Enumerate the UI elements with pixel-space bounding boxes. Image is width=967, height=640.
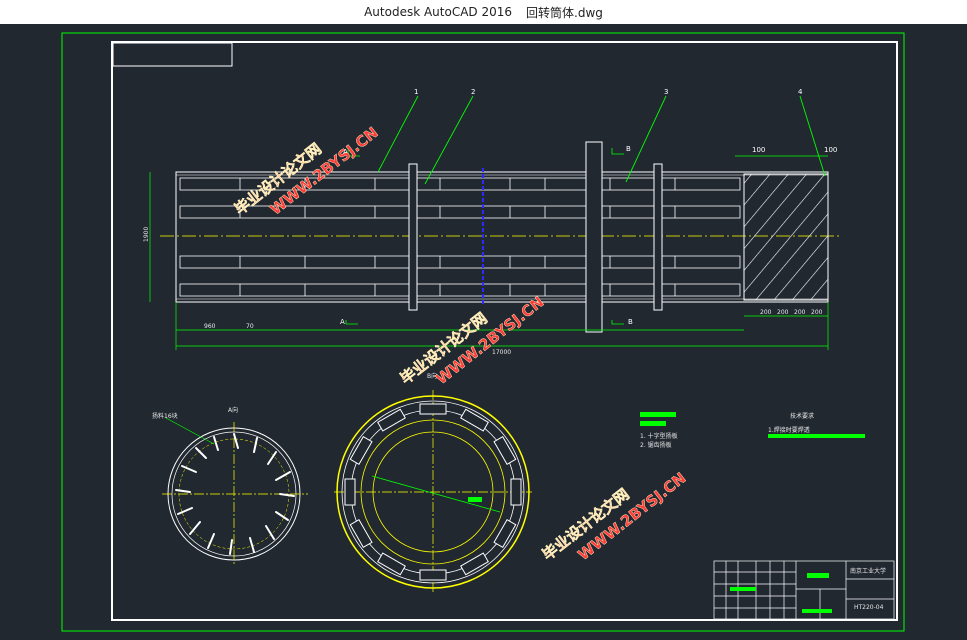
drawing-canvas[interactable]: 1 2 3 4 A B A B 100 100 1900 960 70 1700… (0, 24, 967, 640)
title-block-green-3 (730, 587, 756, 591)
part-label-2: 2 (471, 88, 475, 96)
dim-segment-4: 200 (811, 309, 823, 316)
corner-box (112, 42, 233, 67)
section-mark-b-bottom: B (628, 318, 633, 326)
watermark-1: 毕业设计论文网 WWW.2BYSJ.CN (231, 123, 382, 219)
watermark-3: 毕业设计论文网 WWW.2BYSJ.CN (539, 469, 690, 565)
school-name: 南京工业大学 (850, 567, 886, 575)
dim-segment-1: 200 (760, 309, 772, 316)
part-label-1: 1 (414, 88, 418, 96)
watermark-2: 毕业设计论文网 WWW.2BYSJ.CN (397, 293, 548, 389)
section-mark-a-bottom: A (340, 318, 345, 326)
dim-diameter: 1900 (143, 227, 150, 242)
title-block-green-2 (802, 609, 832, 613)
dim-spacing-right: 100 (824, 146, 837, 154)
section-mark-b-top: B (626, 145, 631, 153)
outer-green-frame (61, 32, 905, 632)
technical-underline (768, 434, 865, 438)
section-mark-a-top: A (343, 148, 348, 156)
dim-segment-3: 200 (794, 309, 806, 316)
part-label-4: 4 (798, 88, 803, 96)
section-view-right (334, 390, 532, 594)
left-view-note: 扬料16块 (152, 412, 178, 420)
dim-total-length: 17000 (492, 349, 511, 356)
center-note-2: 2. 锯齿扬板 (640, 441, 672, 449)
cylinder-elevation (160, 141, 840, 333)
left-view-title: A向 (228, 406, 238, 414)
dim-left-b: 70 (246, 323, 254, 330)
green-note-bar-2 (640, 421, 666, 426)
part-leaders (377, 95, 826, 185)
dim-segment-2: 200 (777, 309, 789, 316)
dimension-lines (149, 155, 829, 350)
title-block (713, 560, 895, 620)
section-arrows (345, 148, 624, 325)
right-view-title: B向 (427, 372, 437, 380)
dim-left-a: 960 (204, 323, 216, 330)
drawing-number: HT220-04 (854, 604, 884, 611)
technical-requirement: 1.焊接时要焊透 (768, 426, 810, 434)
app-title: Autodesk AutoCAD 2016 (364, 5, 513, 19)
technical-title: 技术要求 (790, 412, 814, 420)
title-bar: Autodesk AutoCAD 2016 回转筒体.dwg (0, 0, 967, 24)
part-label-3: 3 (664, 88, 668, 96)
section-view-left (162, 417, 308, 566)
dim-spacing-left: 100 (752, 146, 765, 154)
title-block-green-1 (807, 573, 829, 578)
cad-drawing[interactable]: 1 2 3 4 A B A B 100 100 1900 960 70 1700… (0, 24, 967, 640)
inner-white-frame (111, 41, 898, 621)
center-note-1: 1. 十字型扬板 (640, 432, 678, 440)
green-note-bar-1 (640, 412, 676, 417)
file-name: 回转筒体.dwg (526, 5, 603, 20)
